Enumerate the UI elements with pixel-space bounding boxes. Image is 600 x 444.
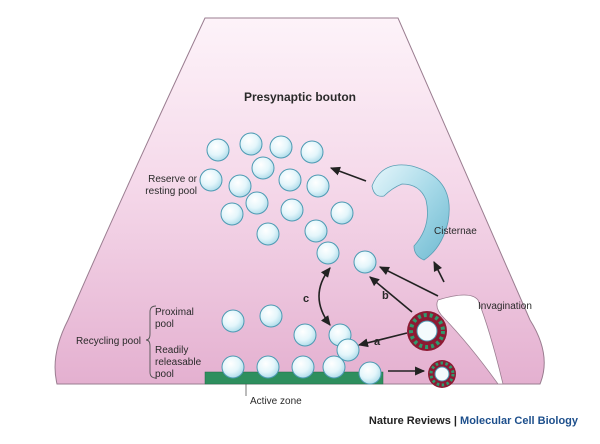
proximal-pool-label-line1: Proximal bbox=[155, 307, 194, 318]
reserve-pool-label-line1: Reserve or bbox=[148, 174, 198, 185]
arrow-b bbox=[369, 276, 413, 313]
vesicle bbox=[228, 174, 252, 198]
credit-journal: Nature Reviews bbox=[369, 415, 451, 427]
reserve-pool-vesicles bbox=[199, 132, 377, 274]
vesicle bbox=[322, 355, 346, 379]
pathway-letter-b: b bbox=[382, 290, 389, 302]
vesicle bbox=[239, 132, 263, 156]
vesicle bbox=[221, 355, 245, 379]
cisternae-label: Cisternae bbox=[434, 226, 477, 237]
vesicle bbox=[206, 138, 230, 162]
vesicle bbox=[291, 355, 315, 379]
credit-line: Nature Reviews | Molecular Cell Biology bbox=[369, 415, 579, 427]
recycling-pool-label: Recycling pool bbox=[76, 336, 141, 347]
vesicle bbox=[278, 168, 302, 192]
vesicle bbox=[280, 198, 304, 222]
invagination-label: Invagination bbox=[478, 301, 532, 312]
vesicle bbox=[304, 219, 328, 243]
presynaptic-bouton-membrane bbox=[54, 17, 545, 385]
vesicle bbox=[256, 355, 280, 379]
recycling-pool-vesicles bbox=[221, 304, 382, 385]
readily-releasable-label-line3: pool bbox=[155, 369, 174, 380]
vesicle bbox=[221, 309, 245, 333]
cisterna bbox=[371, 164, 450, 261]
vesicle bbox=[336, 338, 360, 362]
active-zone-label: Active zone bbox=[250, 396, 302, 407]
credit-section: Molecular Cell Biology bbox=[460, 415, 579, 427]
clathrin-coated-vesicle-budding bbox=[428, 360, 456, 388]
vesicle bbox=[316, 241, 340, 265]
vesicle bbox=[259, 304, 283, 328]
arrow-invagination-to-vesicle bbox=[378, 266, 439, 297]
recycling-pool-bracket bbox=[145, 305, 157, 379]
readily-releasable-label-line1: Readily bbox=[155, 345, 188, 356]
pathway-arrows bbox=[318, 166, 445, 376]
vesicle bbox=[330, 201, 354, 225]
vesicle bbox=[256, 222, 280, 246]
clathrin-coated-vesicle bbox=[407, 311, 447, 351]
vesicle bbox=[245, 191, 269, 215]
pathway-letter-c: c bbox=[303, 293, 309, 305]
arrow-c bbox=[318, 267, 331, 326]
vesicle bbox=[199, 168, 223, 192]
reserve-pool-label-line2: resting pool bbox=[145, 186, 197, 197]
arrow-cisternae-to-reserve bbox=[329, 166, 367, 182]
credit-separator: | bbox=[451, 415, 460, 427]
arrow-a bbox=[357, 332, 408, 348]
diagram-title: Presynaptic bouton bbox=[244, 90, 356, 104]
arrow-invagination-to-cisternae bbox=[433, 260, 445, 283]
vesicle bbox=[251, 156, 275, 180]
vesicle bbox=[358, 361, 382, 385]
vesicle bbox=[220, 202, 244, 226]
proximal-pool-label-line2: pool bbox=[155, 319, 174, 330]
pathway-letter-a: a bbox=[374, 336, 381, 348]
vesicle bbox=[269, 135, 293, 159]
vesicle bbox=[293, 323, 317, 347]
vesicle bbox=[306, 174, 330, 198]
vesicle bbox=[300, 140, 324, 164]
readily-releasable-label-line2: releasable bbox=[155, 357, 202, 368]
membrane-invagination bbox=[436, 294, 504, 385]
vesicle bbox=[353, 250, 377, 274]
